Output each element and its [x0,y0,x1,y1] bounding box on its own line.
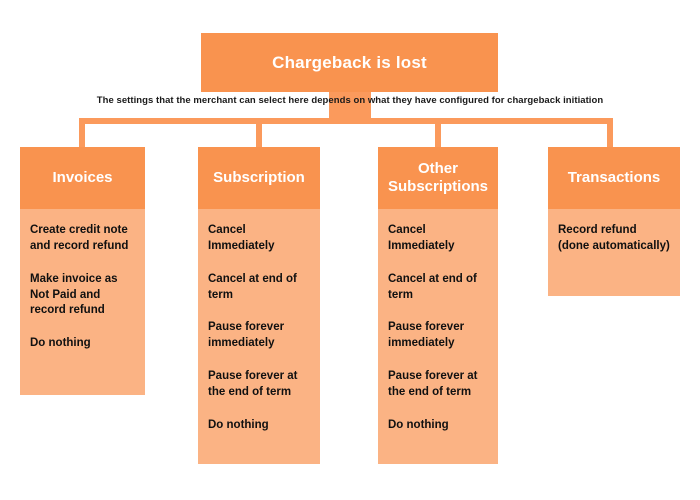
connector-drop-subscription [256,118,262,148]
option-item[interactable]: Do nothing [388,418,449,431]
column-transactions[interactable]: Transactions Record refund (done automat… [548,147,680,296]
option-item[interactable]: Cancel Immediately [208,224,275,252]
option-item[interactable]: Create credit note and record refund [30,224,129,252]
option-item[interactable]: Pause forever immediately [388,321,465,350]
option-item[interactable]: Cancel at end of term [208,272,297,301]
diagram-caption: The settings that the merchant can selec… [96,95,604,106]
option-item[interactable]: Do nothing [208,418,269,431]
connector-drop-other-subscriptions [435,118,441,148]
column-body-other-subscriptions: Cancel Immediately Cancel at end of term… [378,209,498,446]
column-subscription[interactable]: Subscription Cancel Immediately Cancel a… [198,147,320,464]
option-item[interactable]: Cancel at end of term [388,272,477,301]
option-item[interactable]: Pause forever at the end of term [208,370,298,399]
column-invoices[interactable]: Invoices Create credit note and record r… [20,147,145,395]
column-header-other-subscriptions: Other Subscriptions [378,147,498,209]
option-item[interactable]: Make invoice as Not Paid and record refu… [30,272,118,317]
option-item[interactable]: Pause forever at the end of term [388,370,478,399]
root-node-title: Chargeback is lost [272,52,427,72]
root-node-chargeback-is-lost[interactable]: Chargeback is lost [201,33,498,92]
connector-root-stub [329,92,371,119]
column-header-transactions: Transactions [548,147,680,209]
connector-drop-invoices [79,118,85,148]
column-body-subscription: Cancel Immediately Cancel at end of term… [198,209,320,446]
connector-drop-transactions [607,118,613,148]
column-header-invoices: Invoices [20,147,145,209]
column-other-subscriptions[interactable]: Other Subscriptions Cancel Immediately C… [378,147,498,464]
option-item[interactable]: Cancel Immediately [388,224,455,252]
option-item[interactable]: Do nothing [30,337,91,350]
column-body-transactions: Record refund (done automatically) [548,209,680,267]
option-item[interactable]: Pause forever immediately [208,321,285,350]
column-body-invoices: Create credit note and record refund Mak… [20,209,145,364]
connector-horizontal-bus [79,118,613,124]
option-item[interactable]: Record refund (done automatically) [558,224,670,252]
column-header-subscription: Subscription [198,147,320,209]
